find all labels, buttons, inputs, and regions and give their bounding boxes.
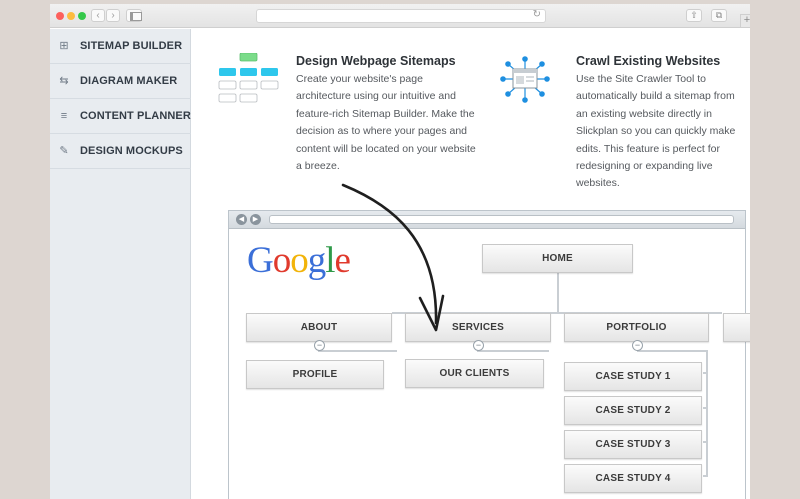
sidebar-item-content-planner[interactable]: ≡ CONTENT PLANNER bbox=[50, 99, 191, 134]
browser-window: ‹ › ↻ ⇧ ⧉ + ⊞ SITEMAP BUILDER ⇆ DIAGRAM … bbox=[50, 4, 750, 499]
sidebar-item-label: SITEMAP BUILDER bbox=[80, 40, 183, 52]
sidebar-item-label: CONTENT PLANNER bbox=[80, 110, 191, 122]
feature-title-sitemaps: Design Webpage Sitemaps bbox=[296, 54, 456, 68]
sitemap-diagram-icon bbox=[218, 53, 279, 103]
sitemap-node-profile[interactable]: PROFILE bbox=[246, 360, 384, 389]
share-button[interactable]: ⇧ bbox=[686, 9, 702, 22]
connector-line bbox=[703, 441, 708, 443]
preview-address-bar bbox=[269, 215, 734, 224]
sidebar-toggle-button[interactable] bbox=[126, 9, 142, 22]
address-bar[interactable]: ↻ bbox=[256, 9, 546, 23]
sidebar-item-sitemap-builder[interactable]: ⊞ SITEMAP BUILDER bbox=[50, 29, 191, 64]
connector-line bbox=[392, 312, 722, 314]
connector-line bbox=[637, 350, 708, 352]
sitemap-node-partial[interactable] bbox=[723, 313, 750, 342]
preview-back-icon: ◀ bbox=[236, 214, 247, 225]
preview-browser-bar: ◀ ▶ bbox=[229, 211, 745, 229]
feature-description-crawler: Use the Site Crawler Tool to automatical… bbox=[576, 73, 736, 190]
forward-button[interactable]: › bbox=[106, 9, 120, 22]
connector-line bbox=[703, 475, 708, 477]
connector-line bbox=[703, 407, 708, 409]
connector-line bbox=[703, 372, 708, 374]
show-tabs-button[interactable]: ⧉ bbox=[711, 9, 727, 22]
sitemap-node-about[interactable]: ABOUT bbox=[246, 313, 392, 342]
google-logo: Google bbox=[247, 240, 351, 281]
sitemap-node-case-study-3[interactable]: CASE STUDY 3 bbox=[564, 430, 702, 459]
sitemap-node-home[interactable]: HOME bbox=[482, 244, 633, 273]
connector-line bbox=[706, 350, 708, 475]
sidebar-item-design-mockups[interactable]: ✎ DESIGN MOCKUPS bbox=[50, 134, 191, 169]
sidebar: ⊞ SITEMAP BUILDER ⇆ DIAGRAM MAKER ≡ CONT… bbox=[50, 29, 191, 499]
zoom-window-button[interactable] bbox=[78, 12, 86, 20]
design-mockups-icon: ✎ bbox=[59, 145, 69, 157]
site-crawler-icon bbox=[500, 56, 550, 103]
sitemap-node-services[interactable]: SERVICES bbox=[405, 313, 551, 342]
content-planner-icon: ≡ bbox=[60, 110, 68, 122]
browser-toolbar: ‹ › ↻ ⇧ ⧉ bbox=[50, 4, 750, 28]
sitemap-node-our-clients[interactable]: OUR CLIENTS bbox=[405, 359, 544, 388]
preview-forward-icon: ▶ bbox=[250, 214, 261, 225]
feature-description-sitemaps: Create your website's page architecture … bbox=[296, 73, 476, 173]
sidebar-item-label: DESIGN MOCKUPS bbox=[80, 145, 183, 157]
new-tab-button[interactable]: + bbox=[740, 14, 750, 28]
connector-line bbox=[318, 350, 397, 352]
minimize-window-button[interactable] bbox=[67, 12, 75, 20]
reload-icon[interactable]: ↻ bbox=[532, 9, 541, 20]
sitemap-node-case-study-1[interactable]: CASE STUDY 1 bbox=[564, 362, 702, 391]
back-button[interactable]: ‹ bbox=[91, 9, 105, 22]
sidebar-item-label: DIAGRAM MAKER bbox=[80, 75, 178, 87]
sitemap-node-portfolio[interactable]: PORTFOLIO bbox=[564, 313, 709, 342]
collapse-services-icon[interactable]: − bbox=[473, 340, 484, 351]
connector-line bbox=[557, 273, 559, 313]
sitemap-icon: ⊞ bbox=[59, 40, 69, 52]
sidebar-item-diagram-maker[interactable]: ⇆ DIAGRAM MAKER bbox=[50, 64, 191, 99]
close-window-button[interactable] bbox=[56, 12, 64, 20]
sitemap-node-case-study-2[interactable]: CASE STUDY 2 bbox=[564, 396, 702, 425]
connector-line bbox=[477, 350, 549, 352]
diagram-icon: ⇆ bbox=[59, 75, 69, 87]
collapse-portfolio-icon[interactable]: − bbox=[632, 340, 643, 351]
collapse-about-icon[interactable]: − bbox=[314, 340, 325, 351]
sitemap-node-case-study-4[interactable]: CASE STUDY 4 bbox=[564, 464, 702, 493]
feature-title-crawler: Crawl Existing Websites bbox=[576, 54, 721, 68]
